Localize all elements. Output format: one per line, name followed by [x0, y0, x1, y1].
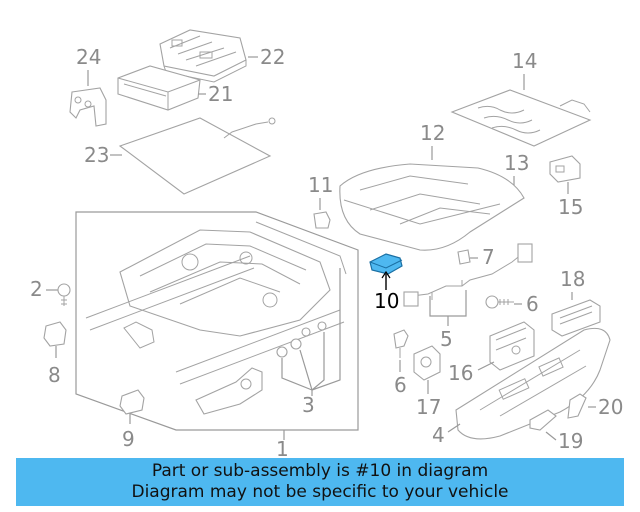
leader-19: [545, 431, 557, 441]
callout-13: 13: [504, 151, 529, 175]
callout-12: 12: [420, 121, 445, 145]
callout-9: 9: [122, 427, 135, 451]
part-22-module: [159, 29, 247, 83]
callout-15: 15: [558, 195, 583, 219]
callout-3: 3: [302, 393, 315, 417]
callout-24: 24: [76, 45, 101, 69]
callout-10: 10: [374, 289, 399, 313]
callout-20: 20: [598, 395, 623, 419]
callout-18: 18: [560, 267, 585, 291]
callout-6b: 6: [394, 373, 407, 397]
part-16-module: [489, 321, 535, 371]
callout-16: 16: [448, 361, 473, 385]
callout-17: 17: [416, 395, 441, 419]
part-7-clip: [457, 249, 471, 265]
part-2-bolt: [57, 283, 71, 306]
callout-14: 14: [512, 49, 537, 73]
callout-1: 1: [276, 437, 289, 461]
callout-23: 23: [84, 143, 109, 167]
part-15-connector: [549, 155, 581, 183]
callout-19: 19: [558, 429, 583, 453]
part-4-side-trim: [455, 327, 611, 440]
callout-8: 8: [48, 363, 61, 387]
part-18-switch: [551, 299, 601, 337]
callout-21: 21: [208, 82, 233, 106]
part-24-bracket: [69, 87, 107, 127]
part-23-heater-mat: [118, 117, 276, 195]
part-17-motor: [413, 345, 441, 381]
part-6-bolt-left: [393, 329, 409, 358]
leader-3-web: [281, 268, 341, 391]
part-12-cushion: [339, 163, 525, 251]
frame-box-1: [75, 211, 359, 431]
part-9-cap: [119, 389, 145, 415]
callout-2: 2: [30, 277, 43, 301]
callout-5: 5: [440, 327, 453, 351]
callout-22: 22: [260, 45, 285, 69]
part-11-clip: [313, 211, 331, 229]
info-banner: Part or sub-assembly is #10 in diagram D…: [16, 458, 624, 506]
callout-4: 4: [432, 423, 445, 447]
part-14-pad: [450, 89, 592, 147]
part-1-seat-frame: [85, 221, 347, 415]
part-19-knob: [529, 409, 557, 431]
part-5-harness: [403, 243, 533, 307]
part-20-knob: [567, 393, 587, 419]
part-10-highlighted: [369, 253, 403, 275]
callout-6a: 6: [526, 292, 539, 316]
part-6-bolt-right: [485, 295, 514, 309]
banner-line-2: Diagram may not be specific to your vehi…: [131, 482, 509, 502]
part-8-cap: [43, 321, 67, 347]
part-21-box: [117, 65, 201, 111]
leader-16: [477, 361, 495, 371]
part-3-fasteners: [276, 321, 327, 358]
banner-line-1: Part or sub-assembly is #10 in diagram: [151, 461, 489, 481]
callout-11: 11: [308, 173, 333, 197]
leader-4: [447, 423, 461, 433]
leader-5: [429, 290, 467, 317]
callout-7: 7: [482, 245, 495, 269]
leader-10-arrow: [381, 270, 391, 279]
